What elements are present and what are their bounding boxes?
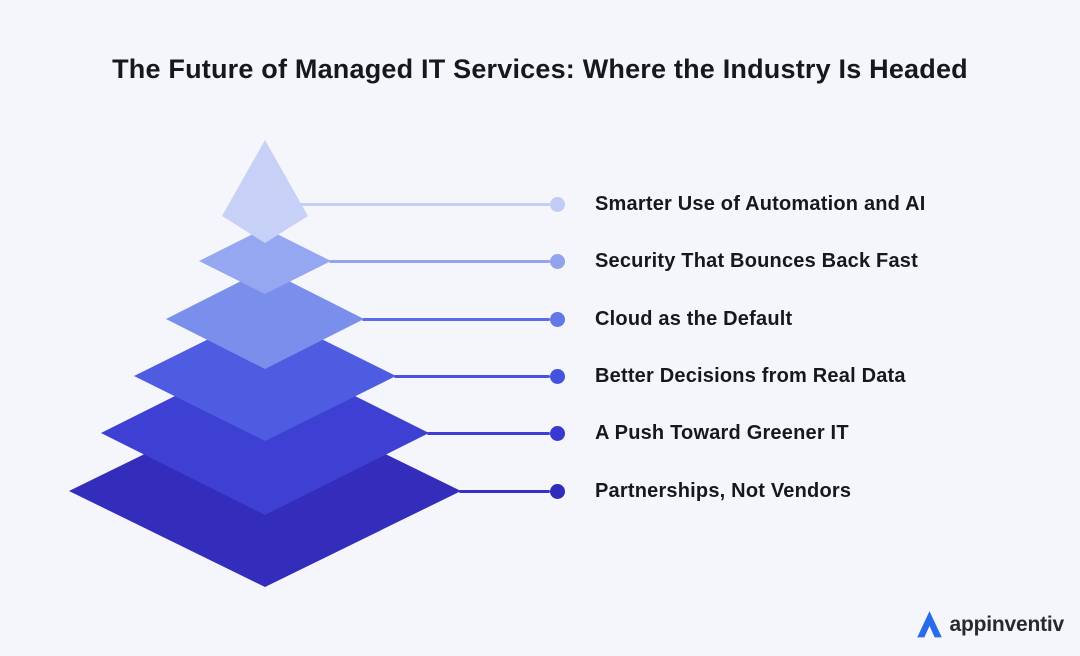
connector-line — [459, 489, 550, 493]
connector-line — [394, 374, 550, 378]
appinventiv-a-icon — [916, 611, 942, 638]
brand-logo: appinventiv — [916, 610, 1065, 639]
connector-dot — [550, 483, 565, 499]
connector-dot — [550, 368, 565, 384]
connector-dot — [550, 196, 565, 212]
connector-line — [362, 317, 550, 321]
page-title: The Future of Managed IT Services: Where… — [112, 54, 968, 84]
connector-dot — [550, 425, 565, 441]
row-label: Partnerships, Not Vendors — [595, 479, 852, 502]
pyramid-row: Security That Bounces Back Fast — [329, 248, 918, 274]
row-label: Better Decisions from Real Data — [595, 364, 906, 387]
brand-logo-text: appinventiv — [949, 612, 1065, 636]
pyramid-row: Cloud as the Default — [362, 306, 792, 332]
connector-line — [300, 202, 550, 206]
pyramid-row: Better Decisions from Real Data — [394, 363, 906, 389]
row-label: Smarter Use of Automation and AI — [595, 192, 926, 215]
row-label: Cloud as the Default — [595, 307, 793, 330]
row-label: A Push Toward Greener IT — [595, 421, 849, 444]
pyramid-row: A Push Toward Greener IT — [427, 420, 849, 446]
pyramid-row: Smarter Use of Automation and AI — [300, 191, 926, 217]
connector-dot — [550, 311, 565, 327]
connector-dot — [550, 253, 565, 269]
connector-line — [329, 259, 550, 263]
connector-line — [427, 431, 550, 435]
pyramid-row: Partnerships, Not Vendors — [459, 478, 851, 504]
row-label: Security That Bounces Back Fast — [595, 249, 918, 272]
